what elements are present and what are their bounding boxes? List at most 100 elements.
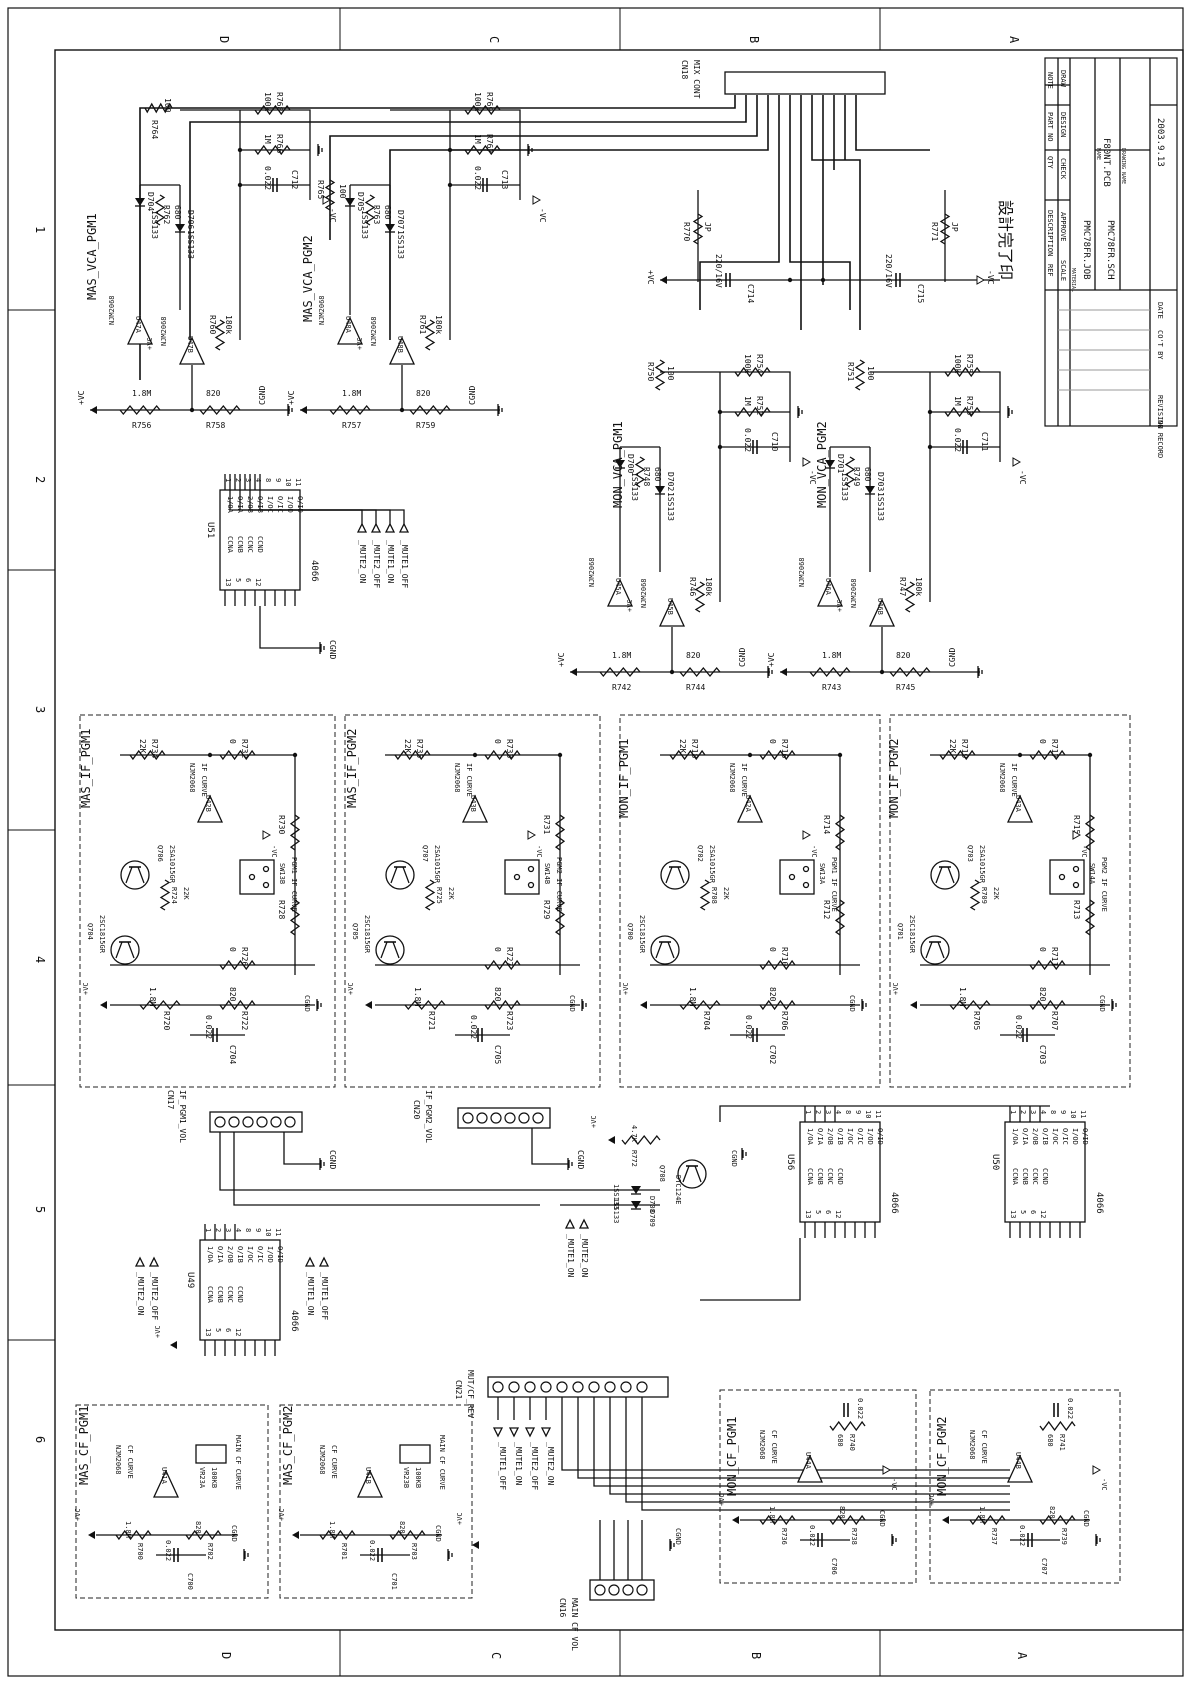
vca-opamp-b (658, 598, 686, 627)
junction-dot (787, 277, 793, 283)
zone-letters-bottom: D C B A (219, 1652, 1029, 1660)
u49-pin-bottom-0: I/OC (246, 1246, 254, 1263)
u56-num-bottom-4: 8 (844, 1110, 852, 1114)
title-mon-cf-pgm1: MON_CF_PGM1 (725, 1417, 739, 1496)
junction-dot (747, 752, 753, 758)
vca-rin1-ref: R743 (822, 683, 841, 692)
vca-opamp-a (336, 316, 364, 345)
u56-pin-left-3: O/IB (836, 1128, 844, 1145)
r751-ref: R751 (846, 362, 855, 381)
r764-ref: R764 (150, 120, 159, 139)
if-mon1-cap-ref: C702 (768, 1045, 777, 1064)
vca-cap-value: 0.022 (953, 428, 962, 452)
transistor-body (677, 1159, 707, 1189)
junction-dot (717, 444, 723, 450)
vc-neg-arrow (976, 275, 986, 285)
r771-resistor (939, 213, 951, 245)
u49-mute-flag (134, 1256, 146, 1267)
cf-mas2-r1-ref: R701 (340, 1543, 348, 1560)
cn18-bus (139, 95, 930, 380)
transistor-body (120, 860, 150, 890)
if-mas1-opamp (196, 794, 224, 823)
if-mas2-rc-ref: R731 (542, 815, 551, 834)
vca-rfb1 (944, 366, 981, 378)
vca-rvc-value: 180k (224, 315, 233, 334)
vca-rd-value: 680 (863, 467, 872, 482)
cf-mon1-r2-ref: R738 (850, 1528, 858, 1545)
zone-top-c: C (487, 36, 501, 43)
u50-part: 4066 (1094, 1192, 1104, 1214)
if-mon1-sw-label: PGM1 IF CURVE (830, 857, 838, 912)
r750-resistor (654, 359, 666, 391)
vca-gnd (527, 144, 533, 156)
if-mas2-dashed-box (344, 714, 601, 1088)
r750-ref: R750 (646, 362, 655, 381)
vca-fb-wire (870, 371, 1001, 462)
if-mon1-qnpn-ref: Q700 (626, 923, 634, 940)
u51-mute-flag (384, 522, 396, 533)
if-mon1-q-pnp (660, 860, 690, 890)
if-mon2-q-npn (920, 935, 950, 965)
vca-opamp-a (126, 316, 154, 345)
diode-body (631, 1186, 641, 1194)
if-mas1-rh (219, 999, 256, 1011)
if-mas2-rh-ref: R723 (505, 1011, 514, 1030)
diode-body (135, 198, 145, 206)
junction-dot (1017, 752, 1023, 758)
tb-qty: QTY (1046, 156, 1054, 169)
tb-sch: PMC78FR.SCH (1105, 220, 1115, 280)
cn21-ref: CN21 (454, 1380, 463, 1399)
transistor-lead (402, 866, 410, 884)
vca-rvc-ref: R746 (688, 577, 697, 596)
u49-part: 4066 (289, 1310, 299, 1332)
u56-pin-left-1: O/IA (816, 1128, 824, 1146)
cf-mon1-op-part: NJM2068 (758, 1430, 766, 1460)
if-mas1-switch (239, 859, 275, 895)
vca-negvc (802, 457, 812, 467)
if-mas1-rb-ref: R732 (240, 739, 249, 758)
if-mon2-posvc (910, 1001, 917, 1009)
cf-mon1-negvc (882, 1465, 892, 1475)
cf-mas2-vr-value: 100KB (414, 1467, 422, 1488)
if-mas2-q-pnp (385, 860, 415, 890)
cf-mas2-r2 (389, 1529, 426, 1541)
vca-d2 (865, 486, 875, 495)
cf-mas2-op-ref: U41B (364, 1467, 372, 1484)
tb-scale: SCALE (1059, 260, 1067, 281)
u51-mute-flag (356, 522, 368, 533)
diode-body (615, 460, 625, 468)
connector-pin (490, 1112, 502, 1124)
u50-num-bottom-7: 11 (1079, 1110, 1087, 1118)
title-mon-vca-pgm2: MON_VCA_PGM2 (815, 421, 829, 508)
zone-top-a: A (1007, 36, 1021, 44)
if-mon1-switch-contact (788, 873, 796, 881)
if-mas2-negvc (527, 830, 537, 840)
q708-mute-flag (564, 1218, 576, 1229)
u56-pin-bottom-3: O/ID (876, 1128, 884, 1145)
junction-dot (237, 147, 243, 153)
cf-mon1-gnd-label: CGND (878, 1510, 886, 1527)
junction-dot (820, 277, 826, 283)
connector-pin (594, 1584, 606, 1596)
vca-in-gnd-label: CGND (738, 648, 747, 667)
if-mon2-rg-value: 1.8M (958, 987, 967, 1006)
u50-pin-bottom-1: O/IC (1061, 1128, 1069, 1145)
diode-body (865, 486, 875, 494)
u56-ref: U56 (785, 1154, 795, 1170)
u49-vc (170, 1341, 177, 1349)
r765-resistor (324, 179, 336, 211)
if-mon1-rg-ref: R704 (702, 1011, 711, 1030)
if-mon1-dashed-box (619, 714, 881, 1088)
cf-mon2-r2-value: 820 (1048, 1506, 1056, 1519)
title-mas-if-pgm2: MAS_IF_PGM2 (345, 729, 359, 808)
if-mon2-ra-ref: R719 (960, 739, 969, 758)
if-mon2-switch-contact (1058, 873, 1066, 881)
if-mas2-op-part: NJM2068 (453, 763, 461, 793)
cf-mas2-cap-value: 0.022 (368, 1540, 376, 1561)
cf-mon2-r2 (1039, 1514, 1076, 1526)
if-mon2-re (1029, 959, 1066, 971)
if-mon2-rd (1084, 899, 1096, 936)
if-mas2-re-value: 0 (493, 947, 502, 952)
if-mon1-rb-ref: R716 (780, 739, 789, 758)
u49-num-bottom-3: 4 (234, 1228, 242, 1232)
